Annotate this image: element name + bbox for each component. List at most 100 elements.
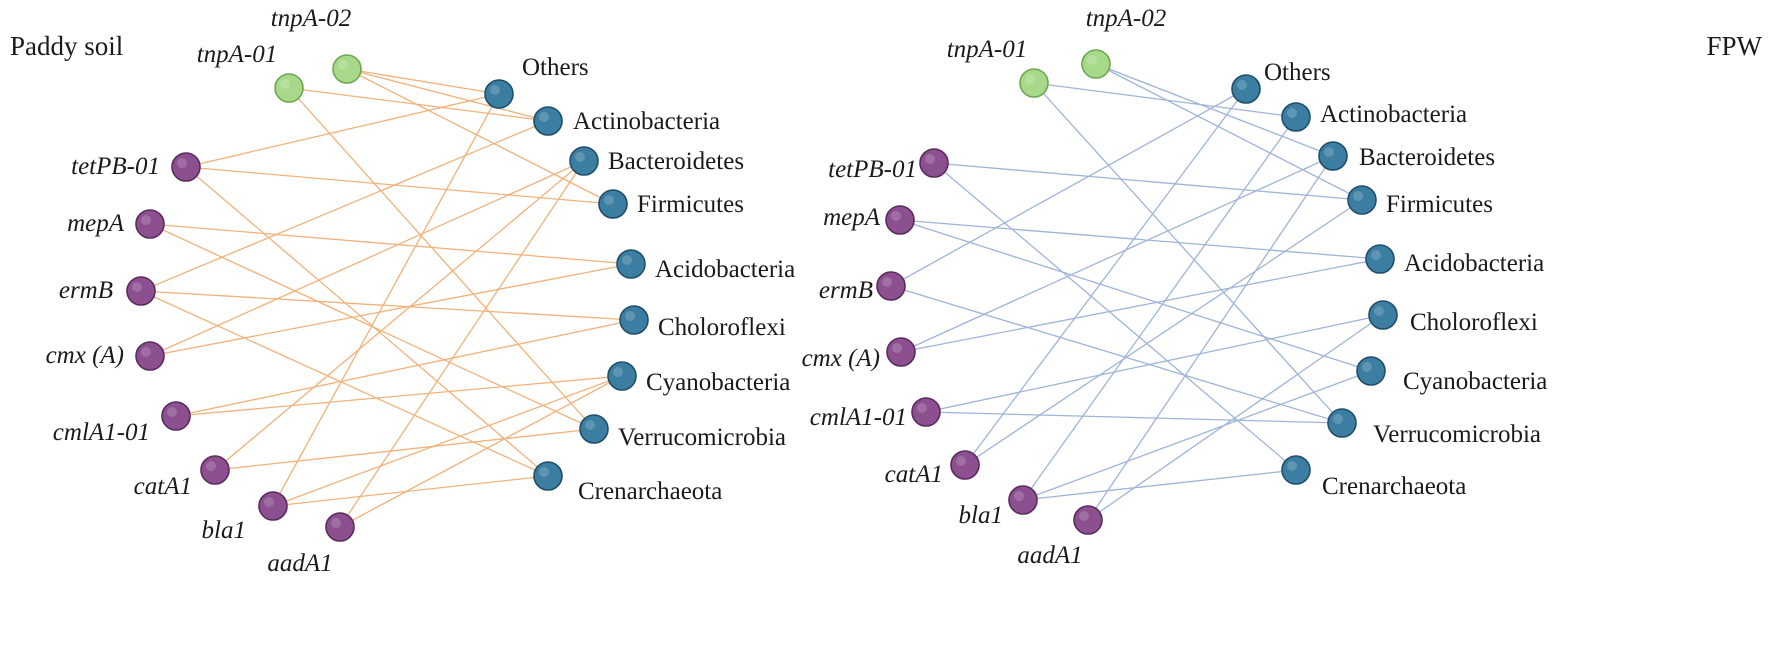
fpw-edge-aada1-choloroflexi xyxy=(1087,314,1384,521)
paddy-soil-node-highlight-cmx xyxy=(141,347,151,357)
paddy-soil-node-highlight-ermb xyxy=(132,282,142,292)
paddy-soil-node-cata1 xyxy=(200,455,230,485)
fpw-edge-cata1-others xyxy=(964,88,1247,466)
fpw-label-acidobacteria: Acidobacteria xyxy=(1404,250,1544,277)
fpw-node-highlight-tnpa-02 xyxy=(1087,55,1097,65)
fpw-edge-tetpb-01-firmicutes xyxy=(933,162,1363,201)
paddy-soil-node-highlight-tnpa-01 xyxy=(280,79,290,89)
paddy-soil-node-tnpa-01 xyxy=(274,73,304,103)
paddy-soil-node-highlight-tetpb-01 xyxy=(177,158,187,168)
paddy-soil-edge-bla1-others xyxy=(272,93,500,507)
paddy-soil-node-actinobacteria xyxy=(533,106,563,136)
paddy-soil-node-cmla1-01 xyxy=(161,401,191,431)
paddy-soil-label-bacteroidetes: Bacteroidetes xyxy=(608,148,744,175)
paddy-soil-edge-ermb-crenarchaeota xyxy=(140,290,549,477)
paddy-soil-node-highlight-cmla1-01 xyxy=(167,407,177,417)
paddy-soil-label-others: Others xyxy=(522,54,589,81)
fpw-label-actinobacteria: Actinobacteria xyxy=(1320,101,1467,128)
fpw-label-bla1: bla1 xyxy=(959,502,1003,529)
fpw-node-highlight-crenarchaeota xyxy=(1287,461,1297,471)
paddy-soil-label-tnpa-02: tnpA-02 xyxy=(271,5,352,32)
paddy-soil-label-choloroflexi: Choloroflexi xyxy=(658,314,786,341)
fpw-node-highlight-verrucomicrobia xyxy=(1333,414,1343,424)
fpw-node-cyanobacteria xyxy=(1356,356,1386,386)
fpw-label-cata1: catA1 xyxy=(885,461,943,488)
fpw-edge-bla1-crenarchaeota xyxy=(1022,469,1297,501)
paddy-soil-label-tetpb-01: tetPB-01 xyxy=(71,153,160,180)
fpw-node-aada1 xyxy=(1073,505,1103,535)
fpw-edge-tnpa-02-firmicutes xyxy=(1095,63,1363,201)
paddy-soil-network: Paddy soil tnpA-01tnpA-02tetPB-01mepAerm… xyxy=(10,5,795,577)
paddy-soil-node-verrucomicrobia xyxy=(579,414,609,444)
paddy-soil-label-cyanobacteria: Cyanobacteria xyxy=(646,369,790,396)
fpw-node-highlight-cata1 xyxy=(956,456,966,466)
fpw-node-acidobacteria xyxy=(1365,244,1395,274)
fpw-node-highlight-tetpb-01 xyxy=(925,154,935,164)
paddy-soil-edge-tnpa-02-actinobacteria xyxy=(346,68,549,122)
fpw-node-highlight-actinobacteria xyxy=(1287,108,1297,118)
paddy-soil-node-cyanobacteria xyxy=(607,361,637,391)
fpw-label-tnpa-01: tnpA-01 xyxy=(947,36,1028,63)
paddy-soil-node-highlight-bla1 xyxy=(264,497,274,507)
paddy-soil-edge-cata1-bacteroidetes xyxy=(214,160,585,471)
paddy-soil-edges xyxy=(140,68,635,528)
paddy-soil-edge-cmx-bacteroidetes xyxy=(149,160,585,357)
paddy-soil-edge-bla1-crenarchaeota xyxy=(272,475,549,507)
fpw-edge-cmla1-01-verrucomicrobia xyxy=(925,411,1343,424)
paddy-soil-node-highlight-crenarchaeota xyxy=(539,467,549,477)
paddy-soil-label-cmla1-01: cmlA1-01 xyxy=(53,419,150,446)
paddy-soil-label-firmicutes: Firmicutes xyxy=(637,191,744,218)
paddy-soil-label-actinobacteria: Actinobacteria xyxy=(573,108,720,135)
paddy-soil-edge-cmla1-01-cyanobacteria xyxy=(175,375,623,417)
paddy-soil-node-choloroflexi xyxy=(619,305,649,335)
paddy-soil-node-highlight-tnpa-02 xyxy=(338,60,348,70)
fpw-label-verrucomicrobia: Verrucomicrobia xyxy=(1373,421,1541,448)
fpw-edge-cmx-acidobacteria xyxy=(900,258,1381,353)
paddy-soil-node-highlight-firmicutes xyxy=(604,195,614,205)
paddy-soil-edge-tetpb-01-firmicutes xyxy=(185,166,614,205)
fpw-edge-cata1-firmicutes xyxy=(964,199,1363,466)
fpw-edge-ermb-others xyxy=(890,88,1247,287)
fpw-edge-tetpb-01-crenarchaeota xyxy=(933,162,1297,471)
paddy-soil-label-ermb: ermB xyxy=(59,277,113,304)
paddy-soil-edge-tnpa-01-actinobacteria xyxy=(288,87,549,122)
fpw-node-tnpa-02 xyxy=(1081,49,1111,79)
paddy-soil-label-aada1: aadA1 xyxy=(267,550,332,577)
fpw-edges xyxy=(890,63,1384,521)
paddy-soil-node-highlight-acidobacteria xyxy=(622,255,632,265)
fpw-label-crenarchaeota: Crenarchaeota xyxy=(1322,473,1466,500)
fpw-node-highlight-cyanobacteria xyxy=(1362,362,1372,372)
fpw-label-tnpa-02: tnpA-02 xyxy=(1086,5,1167,32)
paddy-soil-node-acidobacteria xyxy=(616,249,646,279)
paddy-soil-node-highlight-aada1 xyxy=(331,518,341,528)
fpw-node-highlight-choloroflexi xyxy=(1374,306,1384,316)
fpw-label-ermb: ermB xyxy=(819,277,873,304)
fpw-node-highlight-cmla1-01 xyxy=(917,403,927,413)
fpw-node-firmicutes xyxy=(1347,185,1377,215)
fpw-label-bacteroidetes: Bacteroidetes xyxy=(1359,144,1495,171)
fpw-edge-bla1-cyanobacteria xyxy=(1022,370,1372,501)
fpw-label-tetpb-01: tetPB-01 xyxy=(828,156,917,183)
paddy-soil-edge-cmx-acidobacteria xyxy=(149,263,632,357)
paddy-soil-node-highlight-choloroflexi xyxy=(625,311,635,321)
fpw-node-cmx xyxy=(886,337,916,367)
paddy-soil-edge-ermb-choloroflexi xyxy=(140,290,635,321)
fpw-node-highlight-bacteroidetes xyxy=(1324,147,1334,157)
fpw-node-highlight-mepa xyxy=(891,211,901,221)
paddy-soil-edge-tetpb-01-crenarchaeota xyxy=(185,166,549,477)
paddy-soil-node-tetpb-01 xyxy=(171,152,201,182)
paddy-soil-label-bla1: bla1 xyxy=(202,517,246,544)
paddy-soil-label-cata1: catA1 xyxy=(134,473,192,500)
paddy-soil-label-tnpa-01: tnpA-01 xyxy=(197,41,278,68)
paddy-soil-node-mepa xyxy=(135,209,165,239)
panel-title-fpw: FPW xyxy=(1706,31,1762,61)
fpw-node-highlight-tnpa-01 xyxy=(1025,74,1035,84)
fpw-node-highlight-acidobacteria xyxy=(1371,250,1381,260)
fpw-label-firmicutes: Firmicutes xyxy=(1386,191,1493,218)
paddy-soil-node-crenarchaeota xyxy=(533,461,563,491)
paddy-soil-edge-mepa-acidobacteria xyxy=(149,223,632,265)
paddy-soil-edge-aada1-bacteroidetes xyxy=(339,160,585,528)
fpw-node-bla1 xyxy=(1008,485,1038,515)
paddy-soil-edge-tnpa-02-firmicutes xyxy=(346,68,614,205)
